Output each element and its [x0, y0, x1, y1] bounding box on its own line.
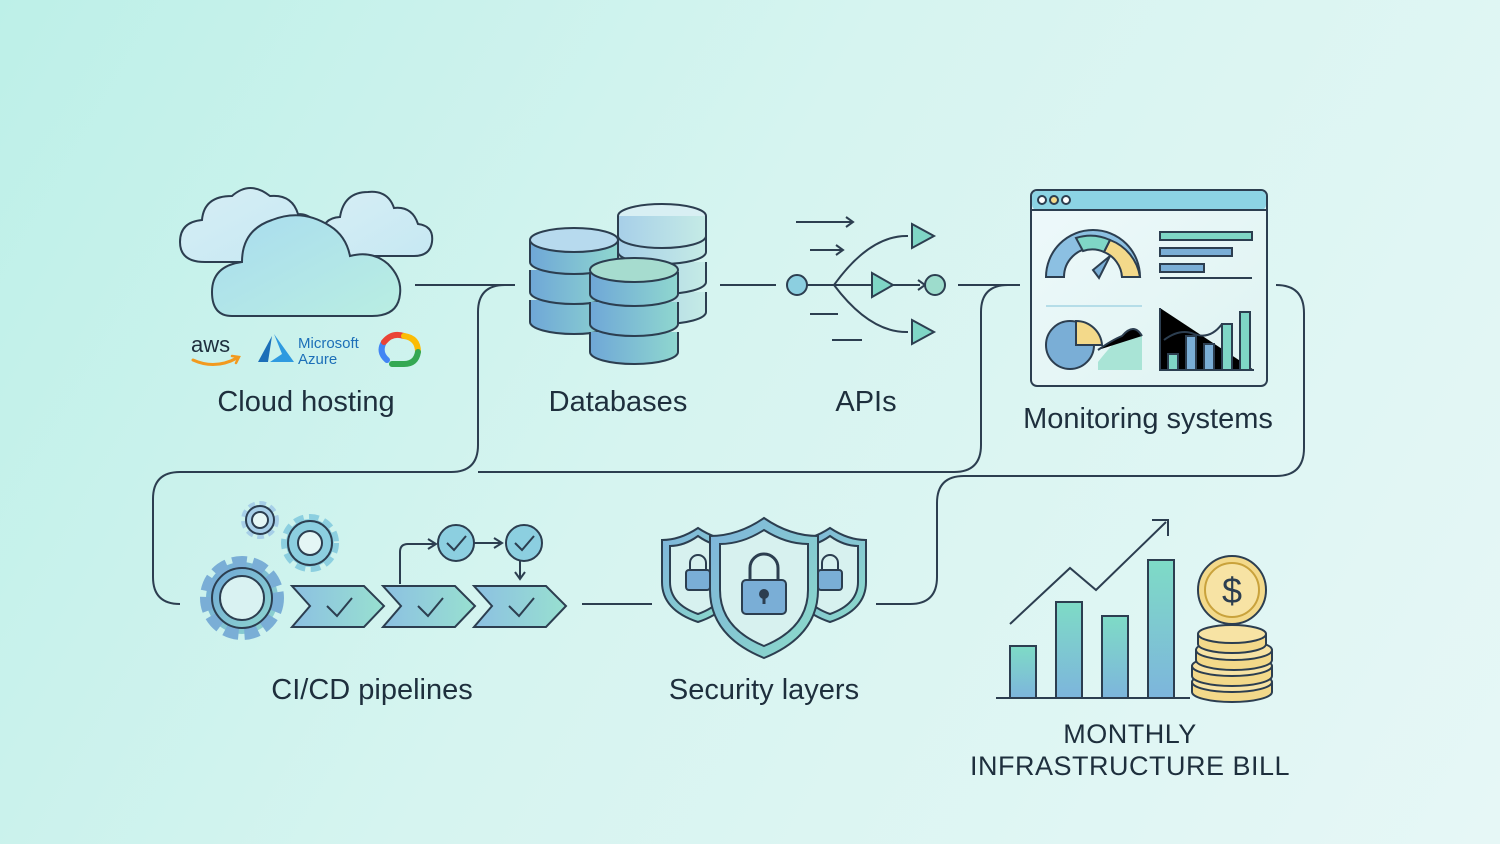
database-stack-front — [589, 257, 679, 365]
connector-monitoring-loop-b — [876, 284, 1305, 605]
label-apis: APIs — [835, 386, 897, 418]
gear-icon — [200, 556, 284, 640]
gear-icon-small — [281, 514, 339, 572]
azure-logo-line2: Azure — [298, 351, 337, 368]
aws-logo-text: aws — [191, 332, 230, 357]
label-monthly-bill-line2: INFRASTRUCTURE BILL — [969, 751, 1291, 781]
api-icon — [786, 216, 946, 346]
label-monthly-bill: MONTHLY INFRASTRUCTURE BILL — [970, 718, 1290, 782]
azure-logo-line1: Microsoft — [298, 335, 360, 352]
azure-logo: Microsoft Azure — [258, 334, 360, 368]
rising-chart-icon — [996, 519, 1190, 699]
connector-cloud-loop — [152, 284, 515, 605]
label-monitoring-systems: Monitoring systems — [1023, 403, 1273, 435]
dollar-sign: $ — [1222, 570, 1242, 611]
google-cloud-logo — [378, 331, 421, 367]
cicd-icon — [200, 501, 568, 640]
dashboard-icon — [1030, 189, 1268, 387]
label-databases: Databases — [548, 386, 688, 418]
label-cicd-pipelines: CI/CD pipelines — [271, 674, 473, 706]
connector-monitoring-loop-a — [478, 284, 1020, 473]
pipeline-stage-3 — [471, 585, 568, 628]
label-security-layers: Security layers — [668, 674, 860, 706]
database-icon — [529, 203, 707, 365]
aws-logo: aws — [191, 332, 241, 366]
coin-stack-icon: $ — [1191, 555, 1273, 703]
shield-lock-icon — [661, 516, 867, 660]
pipeline-stage-1 — [289, 585, 386, 628]
connector-lines — [152, 284, 1305, 605]
label-cloud-hosting: Cloud hosting — [217, 386, 395, 418]
gear-icon-tiny — [241, 501, 279, 539]
pipeline-stage-2 — [380, 585, 477, 628]
label-monthly-bill-line1: MONTHLY — [1063, 719, 1197, 749]
cloud-icon — [178, 187, 434, 317]
